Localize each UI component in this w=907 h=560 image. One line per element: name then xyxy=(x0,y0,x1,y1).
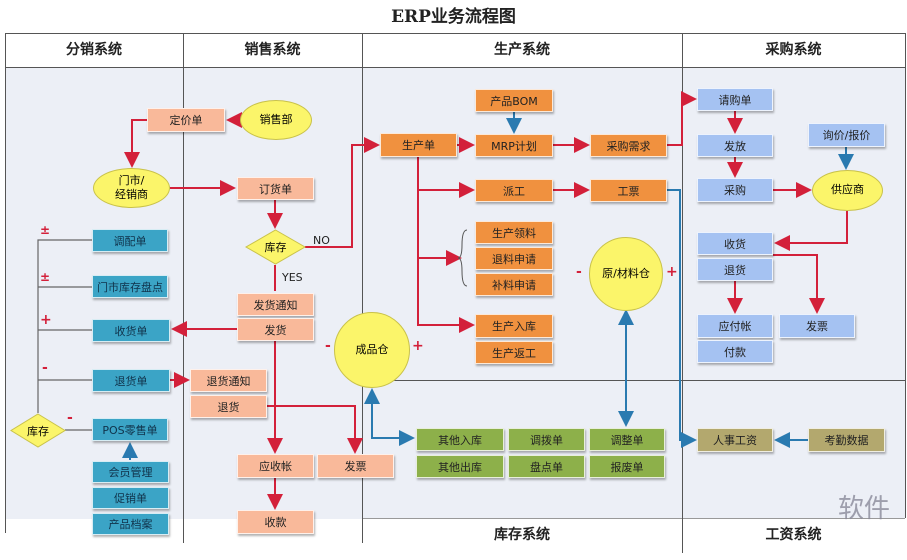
scrap-node: 报废单 xyxy=(589,455,665,478)
transfer-node: 调拨单 xyxy=(508,428,585,451)
receivable-node: 应收帐 xyxy=(237,454,314,478)
adjustment-node: 调整单 xyxy=(589,428,665,451)
payable-node: 应付帐 xyxy=(697,314,773,338)
receive-node: 收货 xyxy=(697,232,773,255)
diagram-title: ERP业务流程图 xyxy=(391,7,516,27)
sales-return-node: 退货 xyxy=(190,395,267,418)
column-header-purchasing: 采购系统 xyxy=(765,42,822,58)
sign-label: + xyxy=(666,264,678,280)
material-return-node: 退料申请 xyxy=(475,247,553,270)
material-pick-node: 生产领料 xyxy=(475,221,553,244)
sign-label: - xyxy=(325,338,331,354)
purchase-return-node: 退货 xyxy=(697,258,773,281)
sales-stock-decision: 库存 xyxy=(245,229,306,265)
sign-label: - xyxy=(42,360,48,376)
material-supplement-node: 补料申请 xyxy=(475,273,553,296)
allocation-node: 调配单 xyxy=(92,229,168,252)
watermark: 软件 xyxy=(838,494,891,524)
hr-payroll-node: 人事工资 xyxy=(697,428,773,452)
store-count-node: 门市库存盘点 xyxy=(92,275,168,298)
purchase-node: 采购 xyxy=(697,178,773,202)
product-file-node: 产品档案 xyxy=(92,513,169,535)
return-notice-node: 退货通知 xyxy=(190,369,267,392)
purchase-request-node: 采购需求 xyxy=(590,134,667,157)
production-order-node: 生产单 xyxy=(380,133,457,157)
sign-label: ± xyxy=(40,270,51,284)
section-label-inventory: 库存系统 xyxy=(494,527,550,543)
decision-label: 库存 xyxy=(264,241,287,254)
divider xyxy=(5,67,905,68)
mrp-node: MRP计划 xyxy=(475,134,553,157)
divider xyxy=(362,518,905,519)
yes-label: YES xyxy=(282,271,303,284)
sign-label: - xyxy=(67,410,73,426)
bom-node: 产品BOM xyxy=(475,89,553,112)
distribution-stock-decision: 库存 xyxy=(10,413,66,448)
divider xyxy=(905,33,906,518)
other-inbound-node: 其他入库 xyxy=(416,428,504,451)
finished-goods-store-node: 成品仓 xyxy=(334,312,410,388)
sales-dept-node: 销售部 xyxy=(240,100,312,140)
dealer-node: 门市/经销商 xyxy=(93,168,170,208)
supplier-node: 供应商 xyxy=(812,170,883,211)
requisition-node: 请购单 xyxy=(697,88,773,111)
return-node: 退货单 xyxy=(92,369,170,392)
sign-label: ± xyxy=(40,223,51,237)
divider xyxy=(362,33,363,543)
sign-label: + xyxy=(412,338,424,354)
no-label: NO xyxy=(313,234,330,247)
purchase-invoice-node: 发票 xyxy=(779,314,855,338)
stock-count-node: 盘点单 xyxy=(508,455,585,478)
order-node: 订货单 xyxy=(237,177,314,200)
pos-node: POS零售单 xyxy=(92,418,168,441)
divider xyxy=(682,33,683,553)
attendance-node: 考勤数据 xyxy=(808,428,885,452)
section-label-payroll: 工资系统 xyxy=(765,527,822,543)
column-header-production: 生产系统 xyxy=(494,42,550,58)
sign-label: - xyxy=(576,264,582,280)
pricing-node: 定价单 xyxy=(147,108,225,132)
production-inbound-node: 生产入库 xyxy=(475,314,553,338)
divider xyxy=(5,33,905,34)
collection-node: 收款 xyxy=(237,510,314,534)
sales-invoice-node: 发票 xyxy=(317,454,394,478)
payment-node: 付款 xyxy=(697,340,773,363)
receipt-node: 收货单 xyxy=(92,319,170,342)
divider xyxy=(183,33,184,543)
divider xyxy=(5,33,6,533)
rework-node: 生产返工 xyxy=(475,341,553,364)
sign-label: + xyxy=(40,312,52,328)
raw-material-store-node: 原/材料仓 xyxy=(589,237,663,311)
inquiry-node: 询价/报价 xyxy=(808,123,885,147)
promotion-node: 促销单 xyxy=(92,487,169,509)
release-node: 发放 xyxy=(697,134,773,157)
ship-node: 发货 xyxy=(237,318,314,341)
work-ticket-node: 工票 xyxy=(590,179,667,202)
member-node: 会员管理 xyxy=(92,461,169,483)
column-header-distribution: 分销系统 xyxy=(66,42,122,58)
decision-label: 库存 xyxy=(27,424,49,438)
ship-notice-node: 发货通知 xyxy=(237,293,314,316)
dispatch-node: 派工 xyxy=(475,179,553,202)
column-header-sales: 销售系统 xyxy=(244,42,301,58)
other-outbound-node: 其他出库 xyxy=(416,455,504,478)
